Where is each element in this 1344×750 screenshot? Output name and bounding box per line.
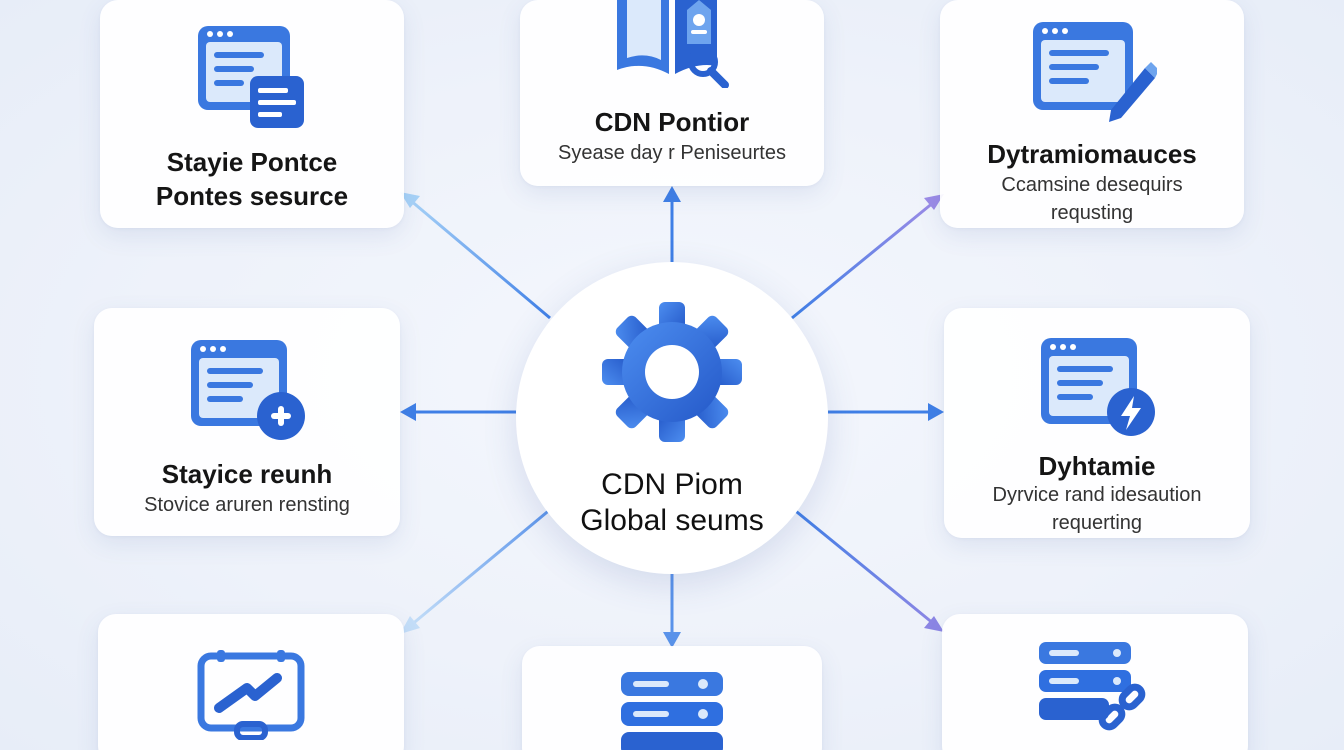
card-subtitle: Ccamsine desequirs xyxy=(1001,174,1183,196)
hub-subtitle: Global seums xyxy=(580,504,764,537)
card-title-line2: Pontes sesurce xyxy=(155,181,349,211)
cdn-hub[interactable]: CDN Piom Global seums xyxy=(516,262,828,574)
document-bolt-icon xyxy=(1041,338,1155,436)
monitor-chart-icon xyxy=(197,650,305,740)
document-pencil-icon xyxy=(1033,22,1157,122)
card-subtitle-line2: requsting xyxy=(1050,202,1134,224)
gear-icon xyxy=(602,302,742,442)
card-dynamic-resources[interactable]: Dytramiomauces Ccamsine desequirs requst… xyxy=(940,0,1244,228)
card-subtitle: Stovice aruren rensting xyxy=(144,494,350,516)
card-bottom-right[interactable] xyxy=(942,614,1248,750)
server-stack-icon xyxy=(621,672,723,750)
card-cdn-portion[interactable]: CDN Pontior Syease day r Peniseurtes xyxy=(520,0,824,186)
card-title: Dytramiomauces xyxy=(987,139,1197,169)
arrow-right xyxy=(828,403,944,421)
card-bottom-center[interactable] xyxy=(522,646,822,750)
card-subtitle-line2: requerting xyxy=(1051,512,1143,534)
document-plus-icon xyxy=(191,340,305,440)
card-bottom-left[interactable] xyxy=(98,614,404,750)
arrow-bottom xyxy=(663,574,681,648)
card-static-content[interactable]: Stayie Pontce Pontes sesurce xyxy=(100,0,404,228)
card-dynamic-service[interactable]: Dyhtamie Dyrvice rand idesaution requert… xyxy=(944,308,1250,538)
arrow-left xyxy=(400,403,516,421)
arrow-top-right xyxy=(791,194,944,320)
arrow-bottom-left xyxy=(400,506,553,634)
arrow-bottom-right xyxy=(791,506,944,632)
card-title: Stayice reunh xyxy=(161,459,333,489)
card-title: CDN Pontior xyxy=(594,107,750,137)
hub-title: CDN Piom xyxy=(601,468,743,501)
document-stack-icon xyxy=(198,26,304,128)
card-static-service[interactable]: Stayice reunh Stovice aruren rensting xyxy=(94,308,400,536)
card-subtitle: Dyrvice rand idesaution xyxy=(992,484,1202,506)
server-link-icon xyxy=(1039,642,1146,731)
card-subtitle: Syease day r Peniseurtes xyxy=(558,142,786,164)
card-title: Stayie Pontce xyxy=(166,147,338,177)
arrow-top xyxy=(663,186,681,262)
book-tag-icon xyxy=(617,0,729,88)
arrow-top-left xyxy=(400,192,551,320)
card-title: Dyhtamie xyxy=(1038,451,1156,481)
